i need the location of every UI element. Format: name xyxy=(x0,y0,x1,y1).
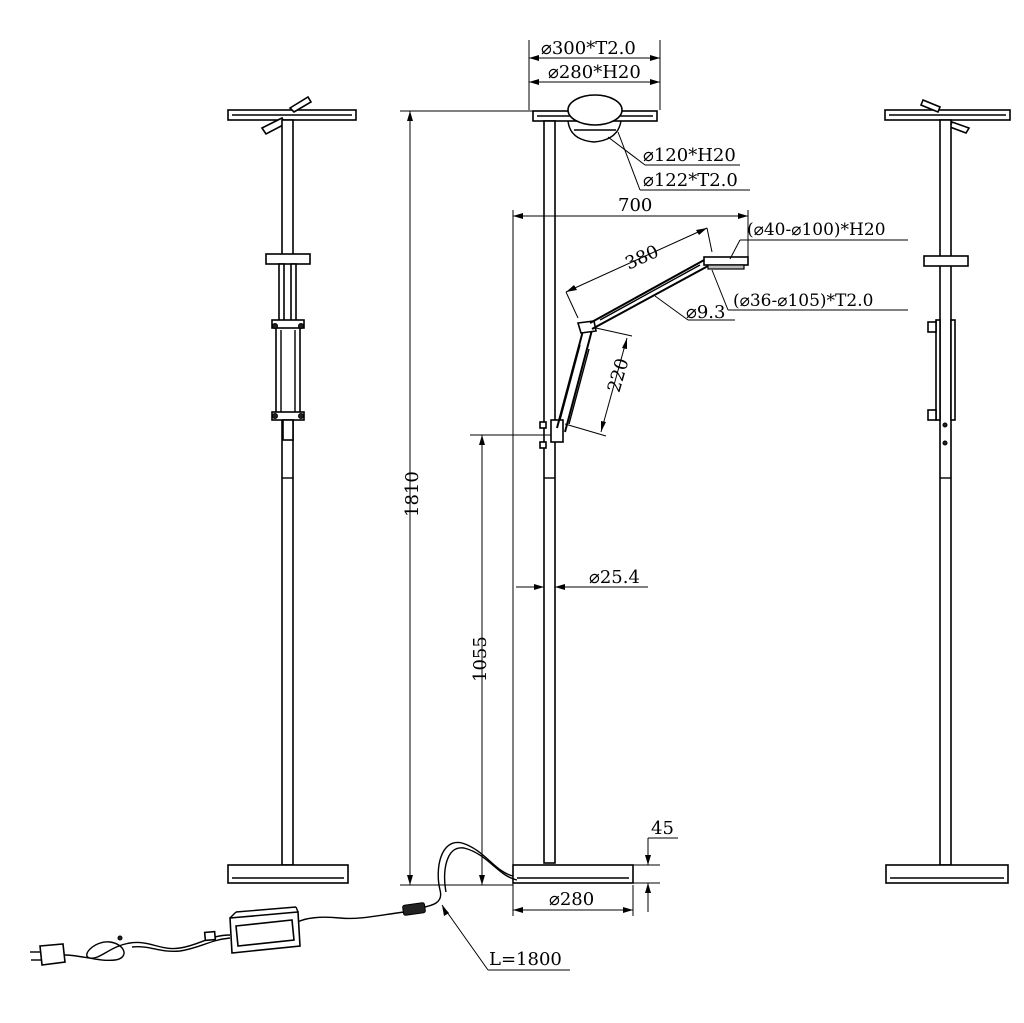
label-reach: 700 xyxy=(618,195,652,216)
center-base xyxy=(512,864,634,884)
right-uplight-tab xyxy=(919,98,942,114)
left-arm-bracket xyxy=(275,322,301,420)
label-reading-head: (⌀40-⌀100)*H20 xyxy=(747,220,886,240)
uplight-reflector xyxy=(567,94,623,126)
power-plug xyxy=(39,943,66,966)
label-arm-upper: 380 xyxy=(622,241,662,274)
left-collar xyxy=(265,253,311,265)
power-cable xyxy=(30,841,518,966)
label-base-diameter: ⌀280 xyxy=(549,889,594,910)
left-base xyxy=(227,864,349,884)
label-pole: ⌀25.4 xyxy=(589,567,640,588)
label-arm-tube: ⌀9.3 xyxy=(686,302,725,323)
label-cable-length: L=1800 xyxy=(489,949,562,970)
label-uplight-inner: ⌀120*H20 xyxy=(643,145,736,166)
right-base xyxy=(885,864,1009,884)
left-pole xyxy=(281,119,294,866)
arm-pivot xyxy=(550,419,564,443)
arm-elbow xyxy=(576,320,597,334)
label-arm-lower: 220 xyxy=(604,356,634,395)
label-total-height: 1810 xyxy=(402,471,423,517)
dimension-lines xyxy=(400,40,908,971)
dimension-labels: ⌀300*T2.0 ⌀280*H20 ⌀120*H20 ⌀122*T2.0 70… xyxy=(402,38,886,970)
right-side-view xyxy=(884,98,1011,884)
left-side-view xyxy=(227,95,357,884)
left-uplight-tab xyxy=(288,95,313,114)
label-base-height: 45 xyxy=(651,818,674,839)
label-head-outer: ⌀300*T2.0 xyxy=(541,38,636,59)
right-collar xyxy=(923,255,969,267)
label-reading-head-glass: (⌀36-⌀105)*T2.0 xyxy=(733,291,873,311)
center-front-view xyxy=(512,94,749,884)
label-pivot-height: 1055 xyxy=(470,636,491,682)
center-pole xyxy=(543,120,556,864)
label-head-inner: ⌀280*H20 xyxy=(548,62,641,83)
reading-head xyxy=(703,256,749,266)
cable-connector xyxy=(402,902,426,916)
label-uplight-outer: ⌀122*T2.0 xyxy=(643,170,738,191)
right-pole xyxy=(939,119,952,866)
